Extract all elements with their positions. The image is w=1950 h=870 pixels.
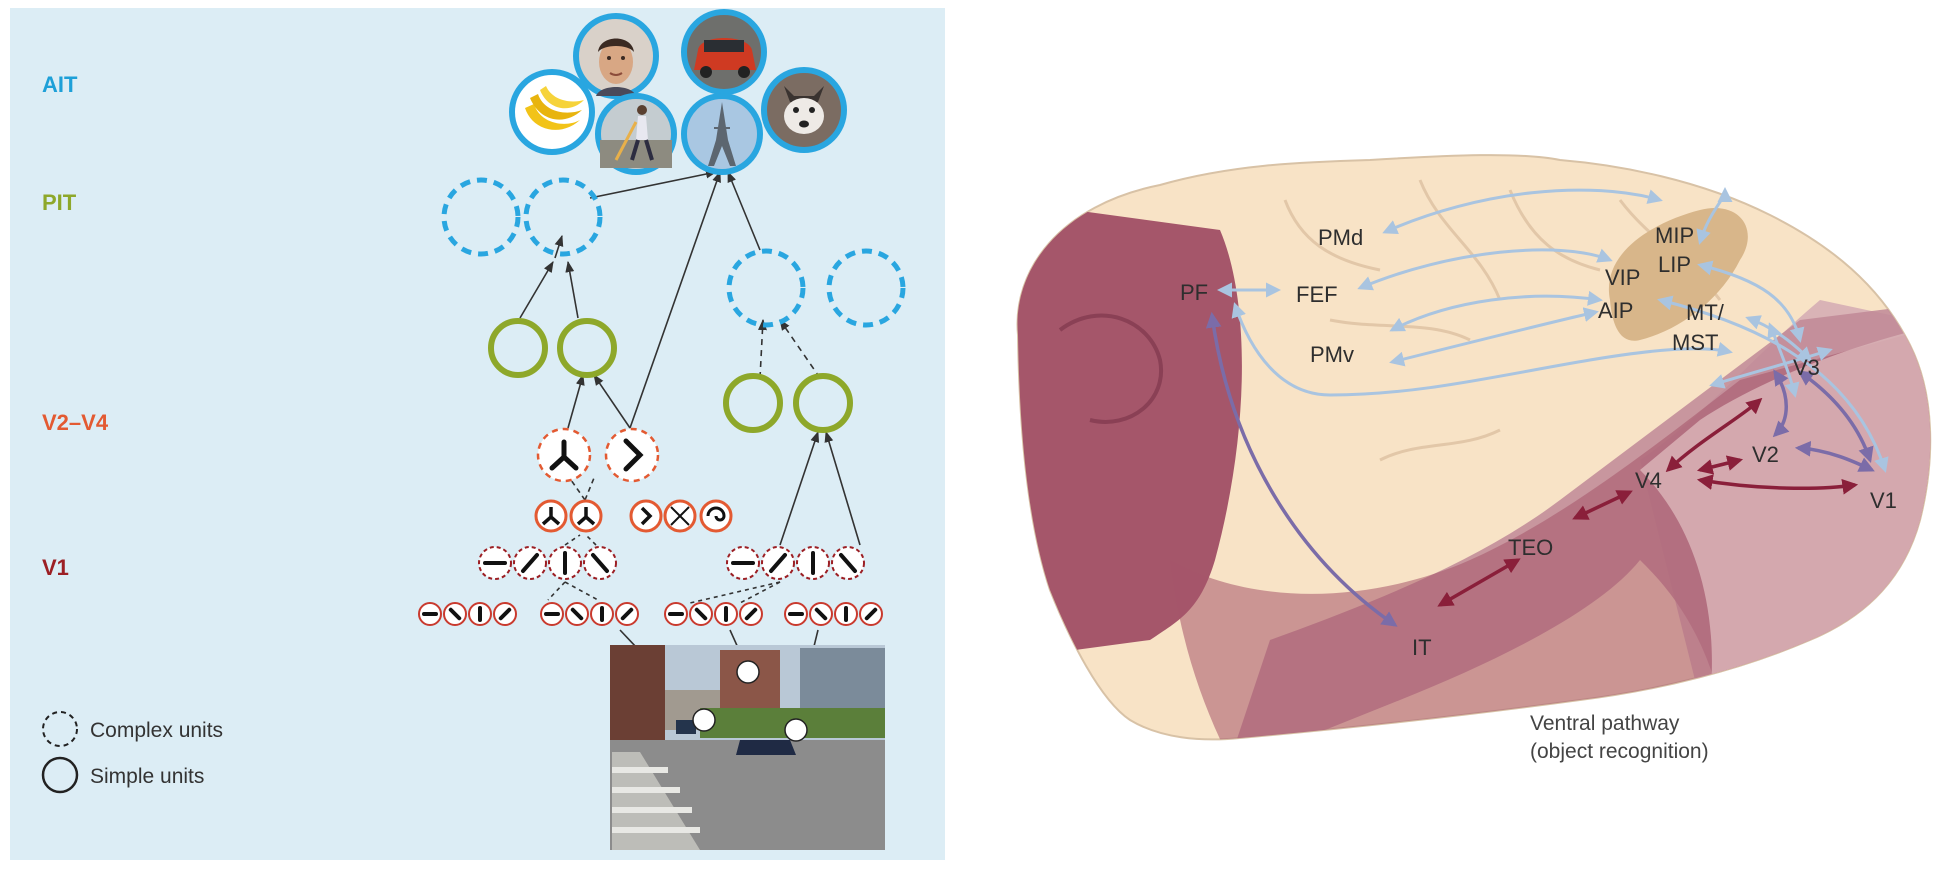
mixed-pathway-arrows: [1205, 311, 1875, 627]
dorsal-pathway-arrows: [1217, 187, 1889, 473]
hierarchy-connections: [519, 169, 861, 721]
legend-simple-symbol: [41, 756, 79, 794]
area-label-it: IT: [1412, 635, 1432, 660]
walking-person-image: [595, 93, 677, 175]
brain-panel: PF FEF PMd PMv MIP LIP VIP AIP MT/ MST V…: [1016, 154, 1932, 763]
v4-simple-units: [488, 318, 853, 433]
v1-orientation-bar: [570, 607, 584, 621]
area-label-v2: V2: [1752, 442, 1779, 467]
pit-complex-units: [441, 177, 906, 328]
street-scene-image: [610, 645, 885, 850]
caption-line-1: Ventral pathway: [1530, 712, 1680, 735]
caption-line-2: (object recognition): [1530, 740, 1709, 763]
area-label-pmd: PMd: [1318, 225, 1363, 250]
level-label-v1: V1: [42, 555, 69, 580]
v1-orientation-bar: [620, 607, 634, 621]
area-label-pf: PF: [1180, 280, 1208, 305]
area-label-v4: V4: [1635, 468, 1662, 493]
prefrontal-region: [1017, 200, 1242, 660]
area-label-aip: AIP: [1598, 298, 1633, 323]
area-label-v1: V1: [1870, 488, 1897, 513]
area-label-mt: MT/: [1686, 300, 1725, 325]
eiffel-tower-image: [681, 93, 763, 175]
area-label-fef: FEF: [1296, 282, 1338, 307]
v1-complex-units: [478, 546, 865, 580]
area-label-pmv: PMv: [1310, 342, 1354, 367]
area-label-lip: LIP: [1658, 252, 1691, 277]
v1-orientation-bar: [814, 607, 828, 621]
hierarchy-panel: AIT PIT V2–V4 V1: [10, 8, 945, 860]
face-image: [573, 13, 659, 99]
dog-image: [761, 67, 847, 153]
level-label-pit: PIT: [42, 190, 77, 215]
v1-simple-units: [418, 602, 883, 626]
v2-complex-units: [536, 427, 660, 483]
legend-complex-label: Complex units: [90, 719, 223, 742]
area-label-v3: V3: [1793, 355, 1820, 380]
area-label-vip: VIP: [1605, 265, 1640, 290]
area-labels: PF FEF PMd PMv MIP LIP VIP AIP MT/ MST V…: [1180, 223, 1897, 660]
v1-orientation-bar: [498, 607, 512, 621]
ait-object-units: [509, 9, 847, 175]
level-label-v2-v4: V2–V4: [42, 410, 109, 435]
v1-orientation-bar: [744, 607, 758, 621]
area-label-mip: MIP: [1655, 223, 1694, 248]
legend-simple-label: Simple units: [90, 765, 204, 788]
v1-orientation-bar: [448, 607, 462, 621]
v1-orientation-bar: [694, 607, 708, 621]
banana-image: [509, 69, 595, 155]
level-label-ait: AIT: [42, 72, 78, 97]
area-label-mst: MST: [1672, 330, 1718, 355]
v2-simple-units: [534, 499, 733, 533]
car-image: [681, 9, 767, 95]
area-label-teo: TEO: [1508, 535, 1553, 560]
ventral-pathway-arrows: [1437, 397, 1859, 607]
legend: Complex units Simple units: [41, 711, 223, 794]
legend-complex-symbol: [42, 711, 78, 747]
v1-orientation-bar: [864, 607, 878, 621]
